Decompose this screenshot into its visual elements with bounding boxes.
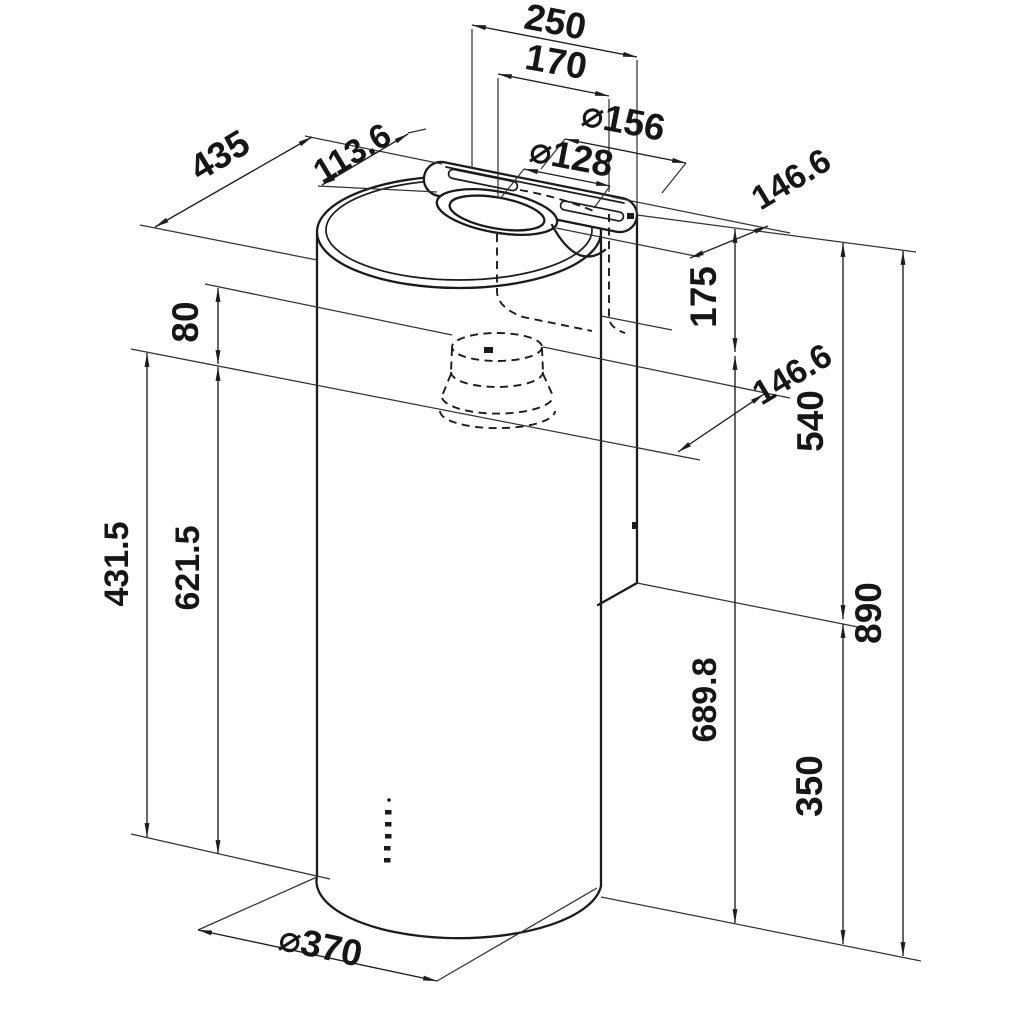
duct-collar [439, 332, 556, 430]
dim-line-250 [471, 24, 638, 58]
button-1 [385, 810, 392, 815]
ext-156-right [661, 162, 687, 194]
dim-label-lower-section: 350 [789, 755, 830, 817]
ext-370-left [197, 876, 318, 931]
wall-bottom-extension [636, 582, 869, 630]
collar-mid-arc [450, 371, 544, 388]
dim-label-outlet-rear: 621.5 [169, 525, 207, 610]
dim-label-wall-gap-upper: 146.6 [745, 141, 838, 217]
hidden-rim-arc [519, 189, 597, 213]
wall-corner-left [596, 581, 639, 607]
ext-collar-top-left [204, 283, 453, 336]
dim-line-146-lower [677, 393, 765, 453]
collar-side-right [541, 347, 544, 373]
dim-label-collar-height: 80 [165, 301, 206, 342]
ext-128-left [499, 168, 525, 200]
ext-skirt-bottom [130, 348, 701, 461]
dim-label-outlet-front: 431.5 [98, 521, 136, 606]
wall-mark-mid [632, 522, 637, 529]
dim-label-top-section: 175 [683, 266, 724, 328]
hood-body [315, 160, 639, 940]
collar-mark [484, 347, 493, 353]
ext-156-left [540, 138, 566, 170]
button-4 [384, 846, 391, 851]
floor-line-left [130, 833, 331, 880]
button-3 [385, 834, 392, 839]
plate-slot-left [447, 168, 519, 192]
dim-line-113 [321, 133, 409, 186]
hidden-duct-right [608, 214, 626, 334]
dim-label-total-height: 890 [848, 582, 889, 644]
dim-label-overall-depth: 435 [183, 122, 257, 189]
button-2 [385, 822, 392, 827]
skirt-side-right [542, 373, 554, 397]
cylinder-bottom-arc [315, 874, 603, 940]
button-dot [387, 798, 391, 802]
duct-ring-inner [448, 194, 546, 232]
wall-lines [596, 213, 917, 630]
dimension-lines [144, 24, 906, 982]
hidden-duct-center [496, 234, 593, 332]
dim-label-upper-section: 540 [790, 390, 831, 452]
dim-label-body-diameter: ⌀370 [275, 917, 366, 975]
button-5 [384, 858, 391, 863]
ext-113-upper [407, 128, 427, 134]
dim-label-body-height: 689.8 [686, 657, 724, 742]
control-buttons [384, 798, 392, 863]
dim-line-146-upper [689, 225, 769, 259]
floor-line-right [600, 896, 922, 962]
ext-128-right [593, 185, 611, 209]
ext-113-lower [317, 185, 438, 193]
ext-435-lower [139, 224, 318, 261]
ext-rim-right [600, 315, 673, 331]
ext-plate-bottom-right [555, 227, 701, 258]
ext-collar-top-right [542, 346, 791, 399]
dim-line-170 [497, 73, 610, 97]
rim-notch-arc [550, 223, 607, 258]
dim-label-plate-depth: 113.6 [307, 116, 398, 191]
dimension-labels: 250 170 ⌀156 ⌀128 435 113.6 146.6 175 14… [98, 0, 889, 975]
collar-top-ellipse [451, 332, 543, 362]
collar-side-left [450, 347, 453, 373]
ext-370-right [436, 887, 598, 982]
wall-mark-top [627, 213, 634, 219]
wall-top-extension [636, 214, 917, 253]
dim-line-128 [523, 168, 611, 187]
dim-line-370 [197, 929, 438, 982]
dim-line-435 [154, 136, 313, 228]
dim-line-156 [564, 138, 687, 164]
skirt-side-left [441, 373, 452, 397]
skirt-arc-lower [439, 410, 556, 430]
skirt-arc-upper [441, 397, 554, 415]
